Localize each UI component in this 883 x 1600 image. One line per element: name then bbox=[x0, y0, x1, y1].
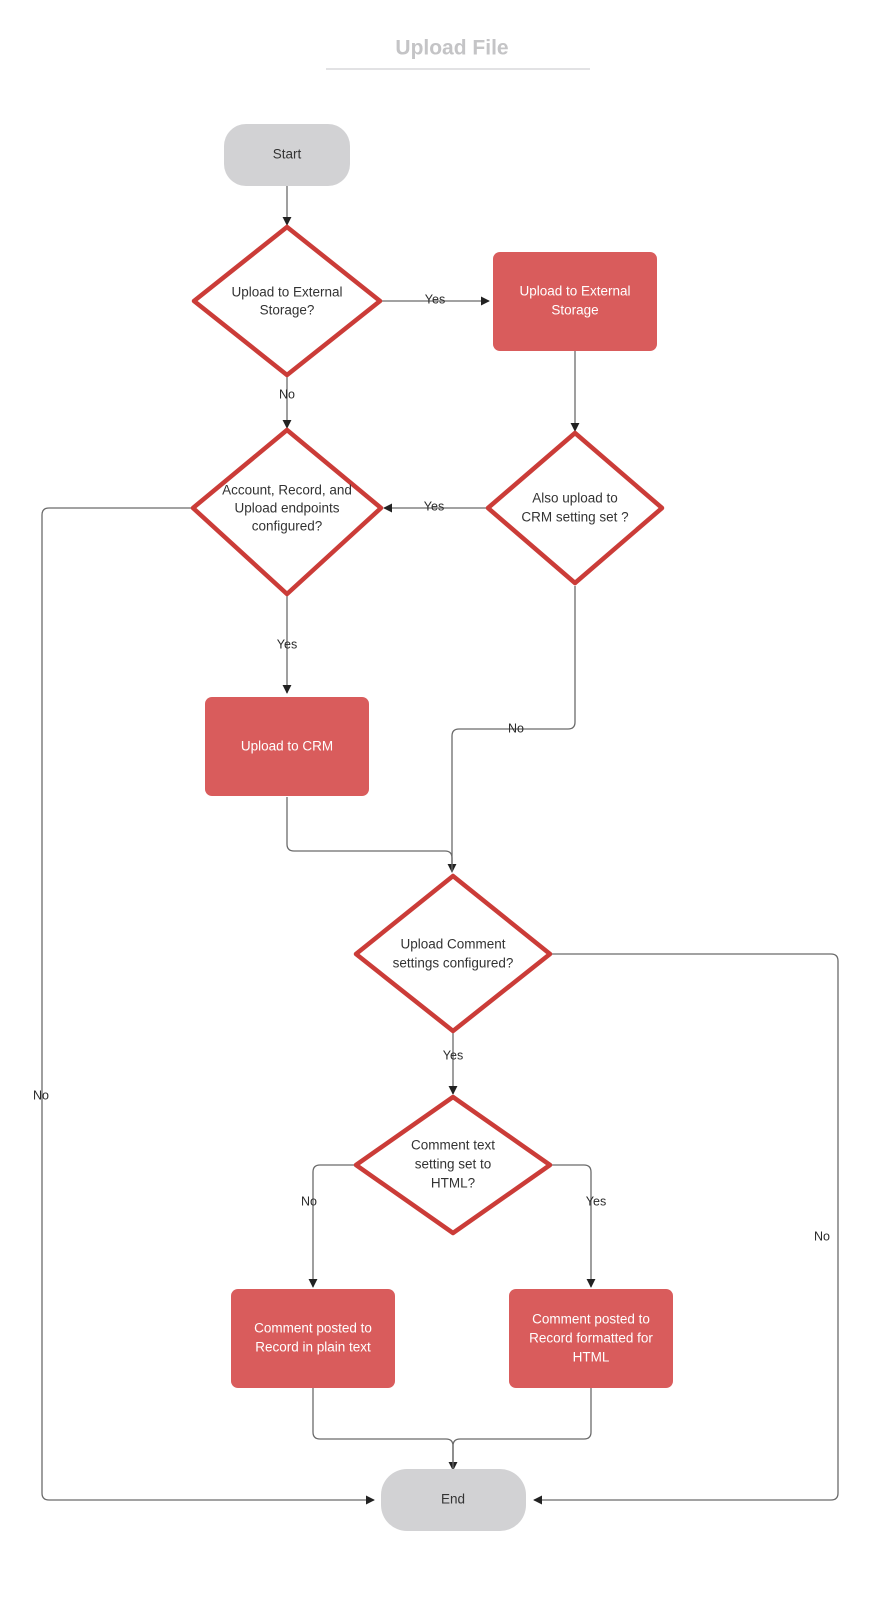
endpoints-decision-label-line2: Upload endpoints bbox=[234, 501, 339, 516]
edges-layer bbox=[41, 185, 839, 1505]
node-decision-upload-comment-settings[interactable]: Upload Comment settings configured? bbox=[353, 873, 553, 1034]
upload-crm-process-label: Upload to CRM bbox=[241, 739, 333, 754]
node-process-upload-external-storage[interactable]: Upload to External Storage bbox=[493, 252, 657, 351]
edge-comment-settings-no bbox=[533, 953, 839, 1505]
node-process-upload-crm[interactable]: Upload to CRM bbox=[205, 697, 369, 796]
endpoints-decision-label-line3: configured? bbox=[252, 519, 323, 534]
upload-external-decision-label-line2: Storage? bbox=[260, 303, 315, 318]
edge-label-comment-settings-no: No bbox=[814, 1229, 830, 1243]
upload-external-process-shape bbox=[493, 252, 657, 351]
node-end[interactable]: End bbox=[381, 1469, 526, 1531]
edge-label-upload-external-yes: Yes bbox=[425, 292, 445, 306]
upload-external-decision-shape bbox=[191, 224, 383, 378]
endpoints-decision-label-line1: Account, Record, and bbox=[222, 483, 352, 498]
edge-label-endpoints-yes: Yes bbox=[277, 637, 297, 651]
edge-label-comment-settings-yes: Yes bbox=[443, 1048, 463, 1062]
edge-crm-setting-no bbox=[447, 586, 576, 873]
edge-upload-crm-to-comment-decision bbox=[286, 797, 453, 872]
comment-html-label-line3: HTML bbox=[573, 1350, 610, 1365]
node-process-comment-plain-text[interactable]: Comment posted to Record in plain text bbox=[231, 1289, 395, 1388]
crm-setting-decision-shape bbox=[485, 430, 665, 586]
edge-label-endpoints-no: No bbox=[33, 1088, 49, 1102]
edge-label-upload-external-no: No bbox=[279, 387, 295, 401]
start-label: Start bbox=[273, 147, 302, 162]
comment-text-html-decision-label-line2: setting set to bbox=[415, 1157, 492, 1172]
upload-external-process-label-line1: Upload to External bbox=[519, 284, 630, 299]
comment-settings-decision-label-line1: Upload Comment bbox=[400, 937, 505, 952]
end-shape bbox=[381, 1469, 526, 1531]
page-title: Upload File bbox=[395, 37, 508, 60]
edge-endpoints-no bbox=[41, 507, 375, 1505]
upload-external-decision-label-line1: Upload to External bbox=[231, 285, 342, 300]
start-shape bbox=[224, 124, 350, 186]
edge-label-crm-setting-yes: Yes bbox=[424, 499, 444, 513]
comment-html-process-shape bbox=[509, 1289, 673, 1388]
edge-html-decision-yes bbox=[549, 1164, 596, 1288]
node-decision-crm-setting[interactable]: Also upload to CRM setting set ? bbox=[485, 430, 665, 586]
edge-plain-text-to-end bbox=[312, 1388, 458, 1471]
node-process-comment-html[interactable]: Comment posted to Record formatted for H… bbox=[509, 1289, 673, 1388]
end-label: End bbox=[441, 1492, 465, 1507]
comment-plain-text-process-shape bbox=[231, 1289, 395, 1388]
comment-plain-text-label-line2: Record in plain text bbox=[255, 1340, 371, 1355]
edge-labels-layer: Yes No Yes No Yes No Yes No No Yes bbox=[33, 292, 830, 1243]
node-start[interactable]: Start bbox=[224, 124, 350, 186]
node-decision-upload-external-storage[interactable]: Upload to External Storage? bbox=[191, 224, 383, 378]
diagram-title-group: Upload File bbox=[326, 37, 590, 70]
upload-external-process-label-line2: Storage bbox=[551, 303, 598, 318]
comment-html-label-line1: Comment posted to bbox=[532, 1312, 650, 1327]
comment-text-html-decision-label-line1: Comment text bbox=[411, 1138, 495, 1153]
comment-html-label-line2: Record formatted for bbox=[529, 1331, 653, 1346]
comment-text-html-decision-shape bbox=[353, 1094, 553, 1236]
endpoints-decision-shape bbox=[190, 427, 384, 597]
crm-setting-decision-label-line2: CRM setting set ? bbox=[521, 510, 628, 525]
node-decision-comment-text-html[interactable]: Comment text setting set to HTML? bbox=[353, 1094, 553, 1236]
crm-setting-decision-label-line1: Also upload to bbox=[532, 491, 618, 506]
edge-label-html-decision-yes: Yes bbox=[586, 1194, 606, 1208]
edge-html-decision-no bbox=[308, 1164, 357, 1288]
edge-html-formatted-to-end bbox=[452, 1388, 592, 1470]
edge-label-crm-setting-no: No bbox=[508, 721, 524, 735]
edge-label-html-decision-no: No bbox=[301, 1194, 317, 1208]
node-decision-endpoints-configured[interactable]: Account, Record, and Upload endpoints co… bbox=[190, 427, 384, 597]
comment-settings-decision-shape bbox=[353, 873, 553, 1034]
comment-settings-decision-label-line2: settings configured? bbox=[393, 956, 514, 971]
comment-text-html-decision-label-line3: HTML? bbox=[431, 1176, 475, 1191]
comment-plain-text-label-line1: Comment posted to bbox=[254, 1321, 372, 1336]
upload-crm-process-shape bbox=[205, 697, 369, 796]
